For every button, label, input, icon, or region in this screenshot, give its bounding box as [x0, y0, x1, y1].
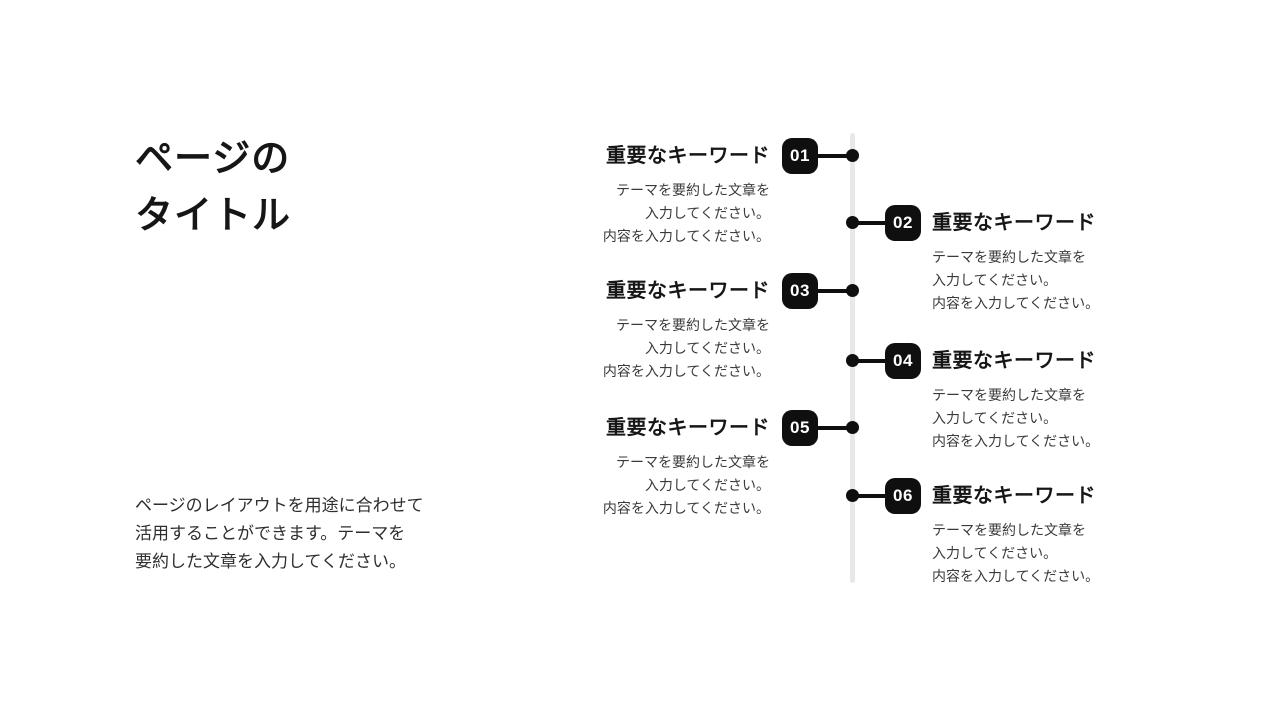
timeline-dot: [846, 489, 859, 502]
number-badge: 03: [782, 273, 818, 309]
connector-line: [814, 154, 854, 158]
item-body: テーマを要約した文章を 入力してください。 内容を入力してください。: [602, 317, 770, 379]
timeline-dot: [846, 284, 859, 297]
item-body: テーマを要約した文章を 入力してください。 内容を入力してください。: [932, 249, 1100, 311]
connector-line: [849, 494, 889, 498]
item-body: テーマを要約した文章を 入力してください。 内容を入力してください。: [602, 454, 770, 516]
timeline-dot: [846, 354, 859, 367]
connector-line: [849, 221, 889, 225]
timeline-item-text: 重要なキーワード テーマを要約した文章を 入力してください。 内容を入力してくだ…: [932, 350, 1232, 453]
page-title: ページの タイトル: [135, 138, 292, 237]
timeline-item-text: 重要なキーワード テーマを要約した文章を 入力してください。 内容を入力してくだ…: [932, 212, 1232, 315]
item-body: テーマを要約した文章を 入力してください。 内容を入力してください。: [932, 522, 1100, 584]
timeline-item-text: 重要なキーワード テーマを要約した文章を 入力してください。 内容を入力してくだ…: [470, 417, 770, 520]
item-heading: 重要なキーワード: [606, 417, 770, 439]
item-body: テーマを要約した文章を 入力してください。 内容を入力してください。: [932, 387, 1100, 449]
timeline-item-text: 重要なキーワード テーマを要約した文章を 入力してください。 内容を入力してくだ…: [932, 485, 1232, 588]
timeline-dot: [846, 149, 859, 162]
timeline-dot: [846, 421, 859, 434]
number-badge: 05: [782, 410, 818, 446]
number-badge: 04: [885, 343, 921, 379]
number-badge: 02: [885, 205, 921, 241]
connector-line: [814, 426, 854, 430]
item-heading: 重要なキーワード: [932, 350, 1096, 372]
number-badge: 01: [782, 138, 818, 174]
timeline-item-text: 重要なキーワード テーマを要約した文章を 入力してください。 内容を入力してくだ…: [470, 145, 770, 248]
number-badge: 06: [885, 478, 921, 514]
connector-line: [814, 289, 854, 293]
item-body: テーマを要約した文章を 入力してください。 内容を入力してください。: [602, 182, 770, 244]
timeline-dot: [846, 216, 859, 229]
item-heading: 重要なキーワード: [606, 280, 770, 302]
item-heading: 重要なキーワード: [932, 485, 1096, 507]
item-heading: 重要なキーワード: [932, 212, 1096, 234]
page-description: ページのレイアウトを用途に合わせて 活用することができます。テーマを 要約した文…: [135, 496, 424, 571]
item-heading: 重要なキーワード: [606, 145, 770, 167]
timeline-item-text: 重要なキーワード テーマを要約した文章を 入力してください。 内容を入力してくだ…: [470, 280, 770, 383]
connector-line: [849, 359, 889, 363]
